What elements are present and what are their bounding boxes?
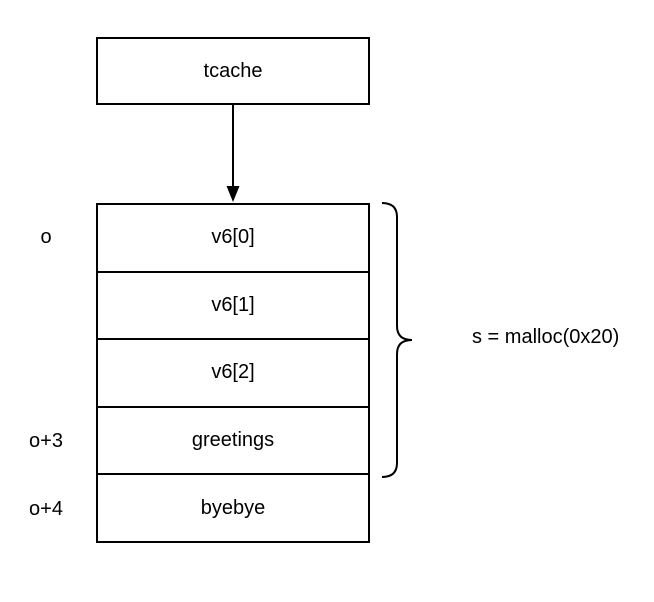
- memory-cell-4-label: byebye: [200, 496, 266, 519]
- memory-cell-1: v6[1]: [98, 273, 368, 341]
- memory-cell-0: v6[0]: [98, 205, 368, 273]
- tcache-to-stack-arrow: [226, 105, 240, 202]
- memory-stack: v6[0] v6[1] v6[2] greetings byebye: [96, 203, 370, 543]
- memory-cell-3: greetings: [98, 408, 368, 476]
- offset-label-o: o: [40, 226, 52, 248]
- allocation-brace: [381, 202, 413, 478]
- tcache-node: tcache: [96, 37, 370, 105]
- brace-path: [381, 202, 413, 478]
- offset-label-o-plus-4: o+4: [29, 498, 63, 520]
- memory-cell-3-label: greetings: [191, 429, 275, 452]
- allocation-label: s = malloc(0x20): [472, 326, 620, 348]
- memory-cell-0-label: v6[0]: [211, 226, 255, 249]
- offset-label-o-plus-3: o+3: [29, 430, 63, 452]
- memory-cell-4: byebye: [98, 475, 368, 541]
- memory-cell-1-label: v6[1]: [211, 293, 255, 316]
- arrowhead-icon: [226, 186, 240, 202]
- memory-cell-2-label: v6[2]: [211, 361, 255, 384]
- tcache-node-label: tcache: [203, 59, 263, 82]
- memory-cell-2: v6[2]: [98, 340, 368, 408]
